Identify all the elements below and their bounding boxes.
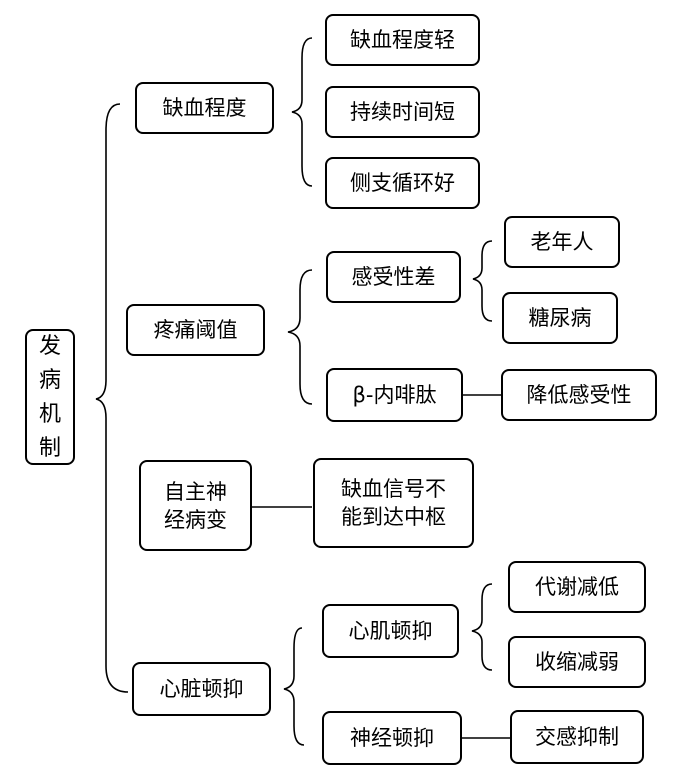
node-reduce-sensitivity: 降低感受性 — [501, 369, 657, 421]
pain-brace — [287, 269, 313, 405]
root-char-4: 制 — [38, 436, 61, 461]
myocardial-brace — [471, 583, 493, 671]
node-pain-threshold: 疼痛阈值 — [126, 304, 265, 356]
node-mild-ischemia: 缺血程度轻 — [325, 14, 480, 66]
node-neural-stunning: 神经顿抑 — [322, 711, 462, 765]
node-elderly: 老年人 — [504, 216, 620, 268]
autonomic-line-2: 经病变 — [164, 507, 227, 532]
root-brace — [95, 103, 129, 693]
node-signal-blocked: 缺血信号不 能到达中枢 — [313, 458, 474, 548]
root-node-pathogenesis: 发 病 机 制 — [25, 329, 75, 465]
signal-line-2: 能到达中枢 — [341, 505, 446, 529]
node-weakened-contraction: 收缩减弱 — [508, 636, 646, 688]
root-char-3: 机 — [38, 402, 61, 427]
node-myocardial-stunning: 心肌顿抑 — [322, 604, 459, 658]
node-short-duration: 持续时间短 — [325, 86, 480, 138]
node-reduced-metabolism: 代谢减低 — [508, 561, 646, 613]
node-ischemia-degree: 缺血程度 — [135, 82, 274, 134]
root-char-1: 发 — [38, 334, 61, 359]
autonomic-line-1: 自主神 — [164, 479, 227, 504]
node-poor-sensitivity: 感受性差 — [326, 251, 461, 303]
node-diabetes: 糖尿病 — [502, 292, 618, 344]
node-good-collateral: 侧支循环好 — [325, 157, 480, 209]
ischemia-brace — [291, 37, 313, 187]
sensory-brace — [472, 240, 493, 322]
node-beta-endorphin: β-内啡肽 — [326, 368, 463, 422]
stunning-brace — [283, 627, 305, 746]
node-cardiac-stunning: 心脏顿抑 — [132, 662, 271, 716]
node-autonomic-neuropathy: 自主神 经病变 — [139, 460, 252, 551]
signal-line-1: 缺血信号不 — [341, 477, 446, 501]
node-sympathetic-inhibition: 交感抑制 — [510, 710, 644, 764]
root-char-2: 病 — [38, 368, 61, 393]
